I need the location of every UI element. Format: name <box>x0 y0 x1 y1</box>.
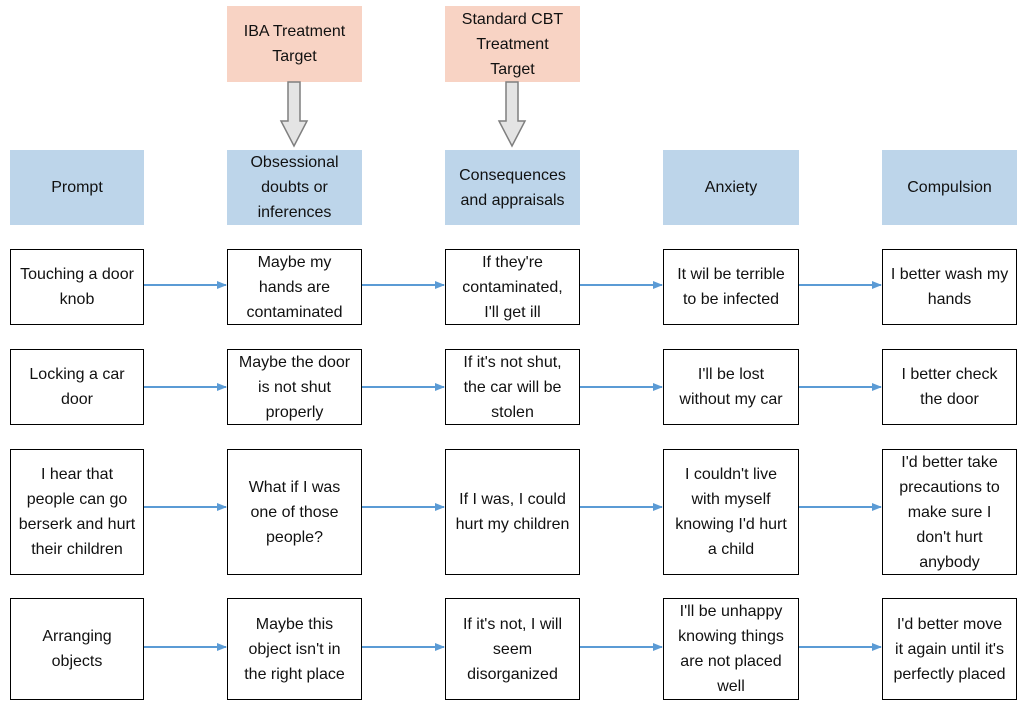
row-2-consequence: If it's not shut, the car will be stolen <box>445 349 580 425</box>
row-2-compulsion: I better check the door <box>882 349 1017 425</box>
row-2-anxiety: I'll be lost without my car <box>663 349 799 425</box>
row-3-anxiety: I couldn't live with myself knowing I'd … <box>663 449 799 575</box>
row-1-prompt: Touching a door knob <box>10 249 144 325</box>
cbt-treatment-target: Standard CBT Treatment Target <box>445 6 580 82</box>
row-3-prompt: I hear that people can go berserk and hu… <box>10 449 144 575</box>
row-1-doubt: Maybe my hands are contaminated <box>227 249 362 325</box>
cbt-down-arrow <box>497 81 527 148</box>
row-3-doubt: What if I was one of those people? <box>227 449 362 575</box>
row-4-consequence: If it's not, I will seem disorganized <box>445 598 580 700</box>
header-compulsion: Compulsion <box>882 150 1017 225</box>
row-1-compulsion: I better wash my hands <box>882 249 1017 325</box>
row-1-anxiety: It wil be terrible to be infected <box>663 249 799 325</box>
row-1-consequence: If they're contaminated, I'll get ill <box>445 249 580 325</box>
header-obsessional-doubts: Obsessional doubts or inferences <box>227 150 362 225</box>
header-anxiety: Anxiety <box>663 150 799 225</box>
iba-treatment-target: IBA Treatment Target <box>227 6 362 82</box>
row-4-compulsion: I'd better move it again until it's perf… <box>882 598 1017 700</box>
row-2-doubt: Maybe the door is not shut properly <box>227 349 362 425</box>
row-4-anxiety: I'll be unhappy knowing things are not p… <box>663 598 799 700</box>
row-2-prompt: Locking a car door <box>10 349 144 425</box>
header-consequences: Consequences and appraisals <box>445 150 580 225</box>
iba-down-arrow <box>279 81 309 148</box>
row-4-prompt: Arranging objects <box>10 598 144 700</box>
row-3-compulsion: I'd better take precautions to make sure… <box>882 449 1017 575</box>
header-prompt: Prompt <box>10 150 144 225</box>
row-3-consequence: If I was, I could hurt my children <box>445 449 580 575</box>
row-4-doubt: Maybe this object isn't in the right pla… <box>227 598 362 700</box>
